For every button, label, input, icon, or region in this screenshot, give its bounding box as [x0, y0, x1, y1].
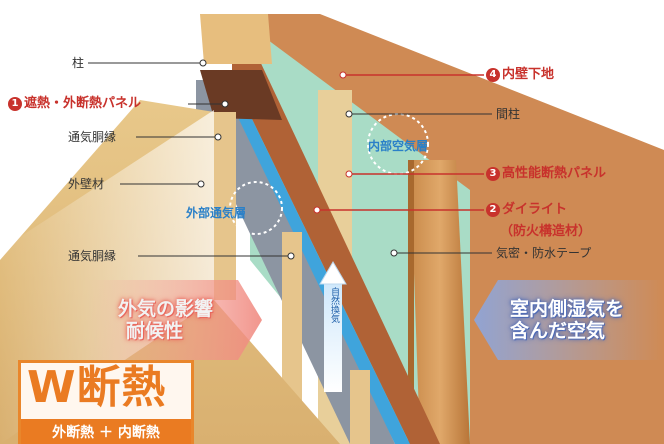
inside-arrow — [474, 280, 664, 360]
vent-shaft — [324, 282, 342, 392]
furring-strip-3 — [350, 370, 370, 444]
badge-title: W断熱 — [27, 362, 167, 413]
blue-membrane — [220, 78, 410, 444]
panel-brand-stripe — [200, 70, 282, 120]
furring-strip-1 — [214, 112, 236, 300]
number-badge-3: 3 — [486, 167, 500, 181]
dailite-board — [232, 40, 440, 444]
zone-outer-air: 外部通気層 — [186, 206, 247, 220]
number-badge-2: 2 — [486, 203, 500, 217]
inside-callout-line1: 室内側湿気を — [510, 298, 625, 320]
number-badge-1: 1 — [8, 97, 22, 111]
label-tape: 気密・防水テープ — [496, 246, 592, 260]
pillar-top — [200, 14, 272, 64]
label-stud: 間柱 — [496, 107, 521, 121]
label-dailite-sub: （防火構造材） — [500, 224, 592, 239]
number-badge-4: 4 — [486, 68, 500, 82]
label-furring1: 通気胴縁 — [68, 130, 117, 144]
outside-callout-line2: 耐候性 — [126, 320, 184, 342]
w-insulation-badge: W断熱 外断熱 ＋ 内断熱 — [18, 360, 194, 444]
outside-arrow — [86, 280, 262, 360]
natural-vent-label: 自然換気 — [329, 287, 339, 323]
front-pillar — [410, 160, 470, 444]
label-furring2: 通気胴縁 — [68, 249, 117, 263]
badge-subtitle: 外断熱 ＋ 内断熱 — [21, 419, 191, 444]
outside-callout-line1: 外気の影響 — [118, 298, 214, 320]
vent-arrow-head — [319, 261, 347, 285]
label-pillar: 柱 — [72, 56, 85, 70]
insulation-panel — [250, 40, 470, 444]
label-siding: 外壁材 — [68, 177, 105, 191]
zone-inner-air: 内部空気層 — [368, 139, 429, 153]
inner-air-circle — [367, 113, 429, 175]
inside-callout-line2: 含んだ空気 — [510, 320, 606, 342]
outer-air-circle — [229, 181, 283, 235]
